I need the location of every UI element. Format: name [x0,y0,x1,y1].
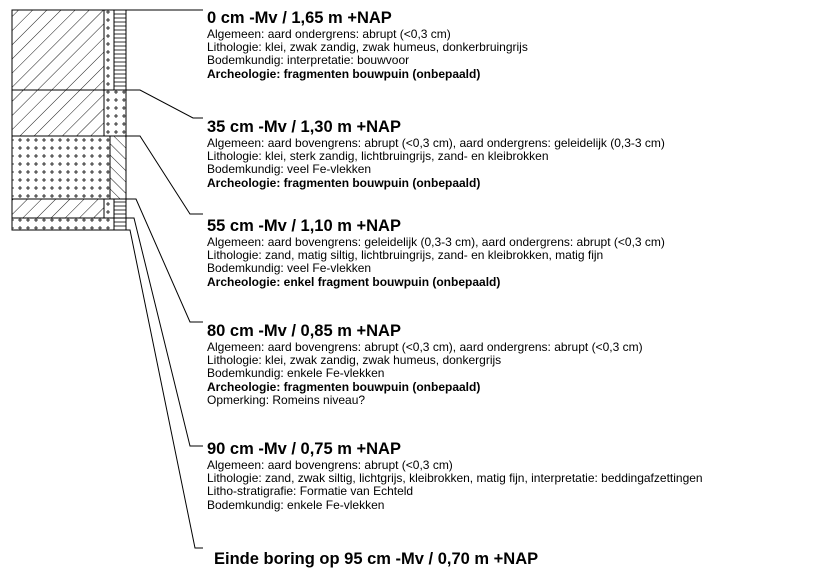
layer-line: Bodemkundig: interpretatie: bouwvoor [207,53,410,68]
layer-line: Bodemkundig: veel Fe-vlekken [207,261,372,276]
leader-line-4 [126,198,203,323]
layer-line: Bodemkundig: enkele Fe-vlekken [207,366,385,381]
leader-line-5 [126,217,203,447]
layer-line: Bodemkundig: enkele Fe-vlekken [207,497,385,512]
layer-line: Opmerking: Romeins niveau? [207,392,366,407]
layer-description-5: 90 cm -Mv / 0,75 m +NAP Algemeen: aard b… [207,440,703,512]
layer-line: Lithologie: klei, zwak zandig, zwak hume… [207,40,528,55]
layer-description-1: 0 cm -Mv / 1,65 m +NAP Algemeen: aard on… [207,9,528,81]
column-layer-1 [12,10,126,90]
layer-depth-title: 90 cm -Mv / 0,75 m +NAP [207,440,401,458]
layer-line: Lithologie: klei, sterk zandig, lichtbru… [207,149,549,164]
leader-lines [126,9,203,549]
layer-line: Algemeen: aard ondergrens: abrupt (<0,3 … [207,27,451,41]
layer-line: Algemeen: aard bovengrens: abrupt (<0,3 … [207,458,453,472]
layer-line: Archeologie: fragmenten bouwpuin (onbepa… [207,379,481,394]
layer-depth-title: 0 cm -Mv / 1,65 m +NAP [207,9,392,27]
layer-description-4: 80 cm -Mv / 0,85 m +NAP Algemeen: aard b… [207,322,643,407]
layer-line: Archeologie: fragmenten bouwpuin (onbepa… [207,66,481,81]
layer-line: Lithologie: klei, zwak zandig, zwak hume… [207,353,502,368]
layer-line: Algemeen: aard bovengrens: abrupt (<0,3 … [207,136,665,150]
layer-line: Lithologie: zand, zwak siltig, lichtgrij… [207,471,703,486]
layer-line: Archeologie: enkel fragment bouwpuin (on… [207,274,501,289]
column-layer-2 [12,90,126,136]
column-layer-4 [12,199,126,218]
layer-line: Litho-stratigrafie: Formatie van Echteld [207,484,414,499]
end-of-boring-label: Einde boring op 95 cm -Mv / 0,70 m +NAP [214,550,539,568]
column-layer-5 [12,218,126,230]
leader-line-2 [126,89,203,119]
column-outlines [11,9,127,231]
layer-depth-title: 55 cm -Mv / 1,10 m +NAP [207,217,401,235]
layer-line: Lithologie: zand, matig siltig, lichtbru… [207,248,604,263]
leader-line-end [126,229,203,549]
column-layer-3 [12,136,126,199]
layer-depth-title: 35 cm -Mv / 1,30 m +NAP [207,118,401,136]
layer-line: Algemeen: aard bovengrens: geleidelijk (… [207,235,665,249]
layer-description-3: 55 cm -Mv / 1,10 m +NAP Algemeen: aard b… [207,217,665,289]
leader-line-3 [126,135,203,215]
layer-description-2: 35 cm -Mv / 1,30 m +NAP Algemeen: aard b… [207,118,665,190]
layer-line: Bodemkundig: veel Fe-vlekken [207,162,372,177]
layer-depth-title: 80 cm -Mv / 0,85 m +NAP [207,322,401,340]
layer-line: Archeologie: fragmenten bouwpuin (onbepa… [207,175,481,190]
layer-line: Algemeen: aard bovengrens: abrupt (<0,3 … [207,340,643,354]
